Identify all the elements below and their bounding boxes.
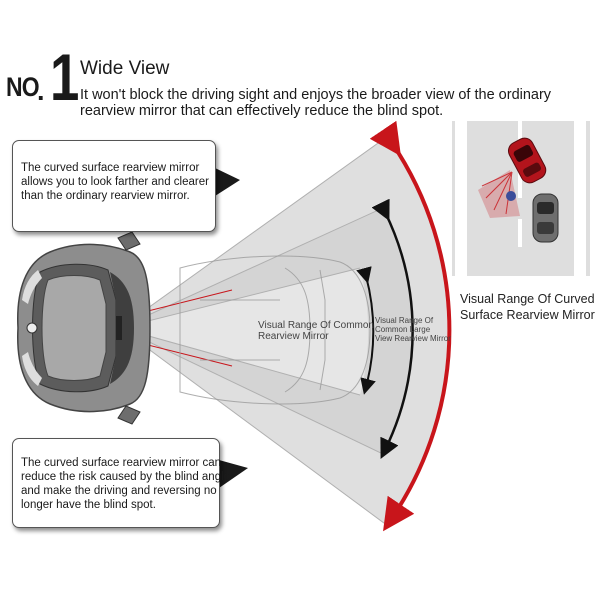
callout-bottom: The curved surface rearview mirror can r… (12, 438, 231, 528)
feature-description-line-2: rearview mirror that can effectively red… (80, 103, 444, 119)
inset-caption-line: Surface Rearview Mirror (460, 308, 595, 322)
dark-car-icon (532, 193, 559, 243)
callout-top-pointer (215, 168, 240, 196)
callout-bottom-line: The curved surface rearview mirror can (21, 457, 222, 469)
car-icon (17, 231, 151, 425)
inset-caption-line: Visual Range Of Curved (460, 292, 595, 306)
inset-caption: Visual Range Of Curved Surface Rearview … (460, 291, 595, 323)
callout-bottom-line: longer have the blind spot. (21, 499, 156, 511)
feature-number: 1 (50, 40, 80, 114)
large-range-label-line: Common Large (375, 325, 431, 334)
callout-bottom-line: reduce the risk caused by the blind angl… (21, 471, 231, 483)
large-range-label-line: Visual Range Of (375, 316, 434, 325)
feature-description-line-1: It won't block the driving sight and enj… (80, 87, 552, 103)
common-range-label-line: Visual Range Of Common (258, 320, 374, 331)
callout-bottom-line: and make the driving and reversing no (21, 485, 217, 497)
large-range-label: Visual Range Of Common Large View Rearvi… (375, 316, 451, 343)
callout-top: The curved surface rearview mirror allow… (12, 140, 216, 232)
red-car-icon (507, 137, 547, 184)
callout-top-line: than the ordinary rearview mirror. (21, 190, 190, 202)
common-range-arrow-icon (356, 266, 376, 395)
callout-top-line: allows you to look farther and clearer (21, 176, 209, 188)
common-range-label: Visual Range Of Common Rearview Mirror (258, 320, 374, 342)
common-range-label-line: Rearview Mirror (258, 331, 329, 342)
rear-car-outline-icon (179, 255, 371, 405)
large-range-label-line: View Rearview Mirror (375, 334, 451, 343)
feature-title: Wide View (80, 58, 170, 79)
curved-range-arrow-icon (369, 120, 452, 532)
feature-number-prefix: NO (6, 72, 40, 102)
feature-number-dot: . (37, 76, 45, 106)
large-range-arrow-icon (371, 198, 414, 459)
inset-road-scene (452, 121, 590, 276)
callout-top-line: The curved surface rearview mirror (21, 162, 200, 174)
callout-bottom-pointer (219, 460, 248, 488)
